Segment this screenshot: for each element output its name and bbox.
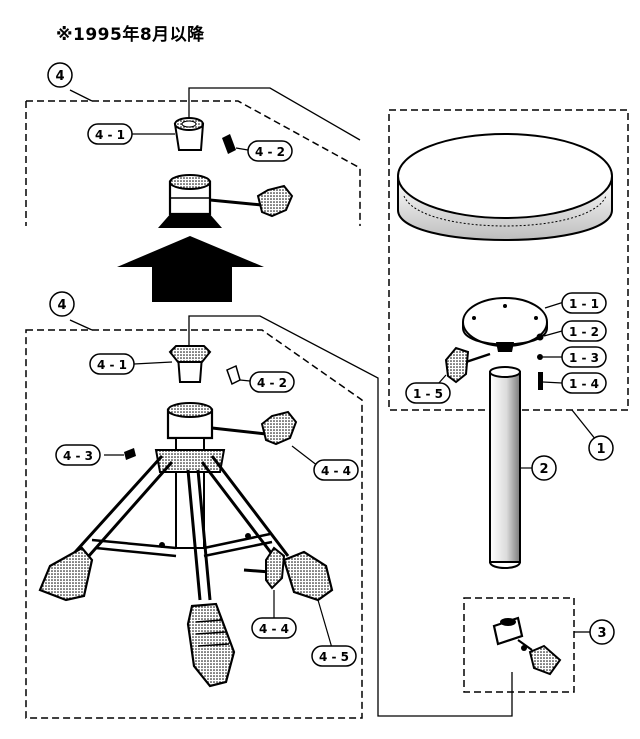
label-1-4: 1 - 4 — [561, 372, 607, 394]
svg-text:2: 2 — [539, 462, 548, 477]
part-1-4-bolt — [538, 372, 543, 390]
svg-text:1 - 1: 1 - 1 — [569, 297, 599, 311]
svg-text:1: 1 — [596, 442, 605, 457]
label-1-5: 1 - 5 — [405, 382, 451, 404]
svg-text:1 - 3: 1 - 3 — [569, 351, 599, 365]
part-4-4-wing-bolt-lower — [243, 546, 286, 590]
part-4-2-key-upper — [222, 134, 236, 154]
part-1-2-washer — [536, 333, 544, 341]
svg-text:4: 4 — [55, 69, 64, 84]
label-4-1-upper: 4 - 1 — [87, 123, 133, 145]
label-4-upper: 4 — [47, 62, 73, 88]
label-4-1-lower: 4 - 1 — [89, 353, 135, 375]
svg-text:1 - 5: 1 - 5 — [413, 387, 443, 401]
svg-text:1 - 2: 1 - 2 — [569, 325, 599, 339]
part-4-5-rubber-foot — [282, 550, 334, 602]
part-4-1-sleeve-upper — [173, 117, 205, 151]
svg-text:4 - 4: 4 - 4 — [321, 464, 351, 478]
clamp-dashed-box — [463, 597, 575, 693]
revision-note: ※1995年8月以降 — [56, 25, 205, 45]
part-1-1-seat-plate — [462, 297, 548, 352]
height-clamp-upper — [158, 174, 294, 228]
label-4-5: 4 - 5 — [311, 645, 357, 667]
part-4-2-key-lower — [226, 364, 241, 386]
seat-assembly: 1 - 1 1 - 2 1 - 3 1 - 4 1 — [388, 109, 629, 461]
svg-text:4 - 2: 4 - 2 — [257, 376, 287, 390]
clamp-assembly: 3 — [463, 597, 615, 693]
height-clamp-lower — [166, 402, 298, 446]
svg-text:4 - 4: 4 - 4 — [259, 622, 289, 636]
label-1-2: 1 - 2 — [561, 320, 607, 342]
lower-assembly-dashed-box — [25, 329, 363, 719]
label-4-2-lower: 4 - 2 — [249, 371, 295, 393]
part-3-clamp — [492, 616, 562, 676]
svg-text:1 - 4: 1 - 4 — [569, 377, 599, 391]
svg-text:3: 3 — [597, 626, 606, 641]
label-1: 1 — [588, 435, 614, 461]
tripod-base — [38, 437, 290, 688]
svg-text:4 - 2: 4 - 2 — [255, 145, 285, 159]
label-4-lower: 4 — [49, 291, 75, 317]
label-4-2-upper: 4 - 2 — [247, 140, 293, 162]
label-1-3: 1 - 3 — [561, 346, 607, 368]
upgrade-arrow — [117, 236, 264, 302]
label-4-4-right: 4 - 4 — [313, 459, 359, 481]
svg-text:4 - 3: 4 - 3 — [63, 449, 93, 463]
upper-leader-line — [188, 87, 361, 141]
lower-leader-line — [188, 315, 513, 717]
lower-assembly: 4 4 - 1 4 - 2 4 - 4 — [25, 291, 513, 719]
label-2: 2 — [531, 455, 557, 481]
upper-assembly-dashed-box — [25, 100, 361, 226]
label-1-1: 1 - 1 — [561, 292, 607, 314]
label-3: 3 — [589, 619, 615, 645]
seat-dashed-box — [388, 109, 629, 411]
svg-text:4 - 1: 4 - 1 — [97, 358, 127, 372]
label-4-3: 4 - 3 — [55, 444, 101, 466]
part-4-3-screw — [124, 448, 136, 460]
upper-assembly: 4 4 - 1 4 - 2 — [25, 62, 361, 228]
part-1-3-spring-washer — [537, 354, 543, 360]
svg-text:4 - 1: 4 - 1 — [95, 128, 125, 142]
seat-cushion — [397, 133, 613, 241]
part-2-pole — [489, 366, 521, 569]
svg-text:4 - 5: 4 - 5 — [319, 650, 349, 664]
label-4-4-bottom: 4 - 4 — [251, 617, 297, 639]
svg-text:4: 4 — [57, 298, 66, 313]
part-1-5-wing-bolt — [444, 346, 491, 384]
part-4-1-sleeve-lower — [168, 345, 212, 383]
